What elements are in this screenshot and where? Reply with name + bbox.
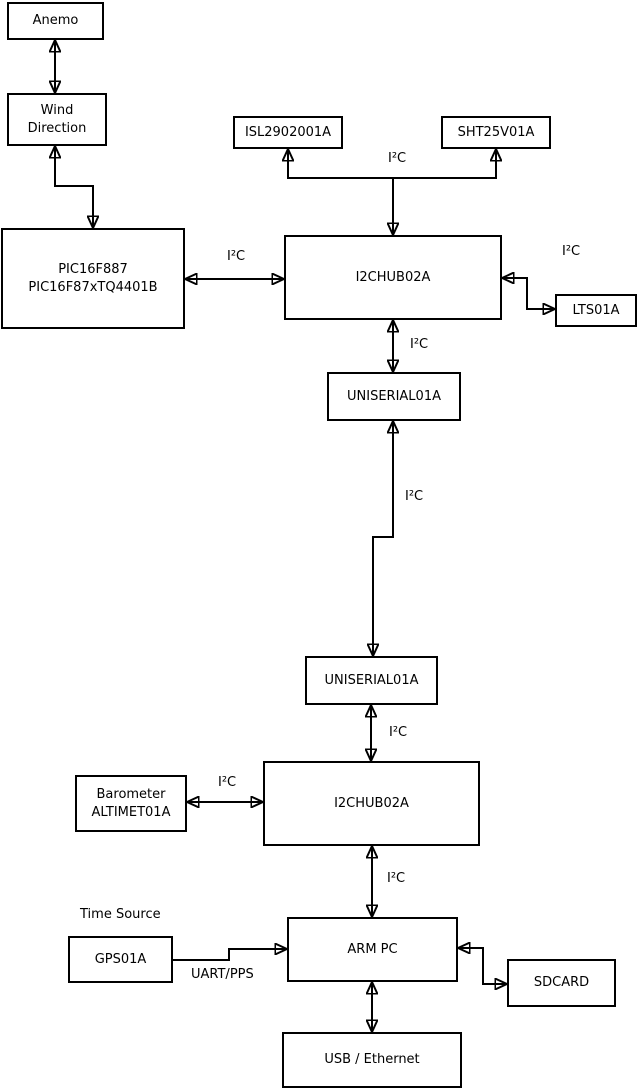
box-usb-ethernet: USB / Ethernet bbox=[282, 1032, 462, 1088]
edge-label-i2c-pic-hub: I²C bbox=[227, 249, 246, 264]
connector-gps-armpc bbox=[173, 949, 287, 961]
box-lts01a: LTS01A bbox=[555, 294, 637, 327]
edge-label-i2c-barometer-hub: I²C bbox=[218, 775, 237, 790]
edge-label-i2c-uniserial-link: I²C bbox=[405, 489, 424, 504]
connector-winddirection-pic bbox=[55, 146, 93, 228]
box-sdcard: SDCARD bbox=[507, 959, 616, 1007]
connector-armpc-sdcard bbox=[458, 948, 507, 984]
box-wind-direction: Wind Direction bbox=[7, 93, 107, 146]
edge-label-i2c-uniserial-hub-bottom: I²C bbox=[389, 725, 408, 740]
box-uniserial01a-upper: UNISERIAL01A bbox=[327, 372, 461, 421]
box-isl2902001a: ISL2902001A bbox=[233, 116, 343, 149]
box-uniserial01a-lower: UNISERIAL01A bbox=[305, 656, 438, 705]
connector-i2chub-top-lts01a bbox=[502, 278, 555, 309]
box-i2chub02a-top: I2CHUB02A bbox=[284, 235, 502, 320]
connector-uniserial-upper-lower bbox=[373, 421, 393, 656]
label-time-source: Time Source bbox=[80, 907, 161, 922]
box-barometer: Barometer ALTIMET01A bbox=[75, 775, 187, 832]
box-sht25v01a: SHT25V01A bbox=[441, 116, 551, 149]
edge-label-i2c-hub-armpc: I²C bbox=[387, 871, 406, 886]
box-gps01a: GPS01A bbox=[68, 936, 173, 983]
box-arm-pc: ARM PC bbox=[287, 917, 458, 982]
box-pic16f887: PIC16F887 PIC16F87xTQ4401B bbox=[1, 228, 185, 329]
edge-label-i2c-hub-uniserial-upper: I²C bbox=[410, 337, 429, 352]
edge-label-i2c-bus-top: I²C bbox=[388, 151, 407, 166]
edge-label-uart-pps: UART/PPS bbox=[191, 967, 254, 982]
edge-label-i2c-hub-lts: I²C bbox=[562, 244, 581, 259]
box-i2chub02a-bottom: I2CHUB02A bbox=[263, 761, 480, 846]
box-anemo: Anemo bbox=[7, 2, 104, 40]
